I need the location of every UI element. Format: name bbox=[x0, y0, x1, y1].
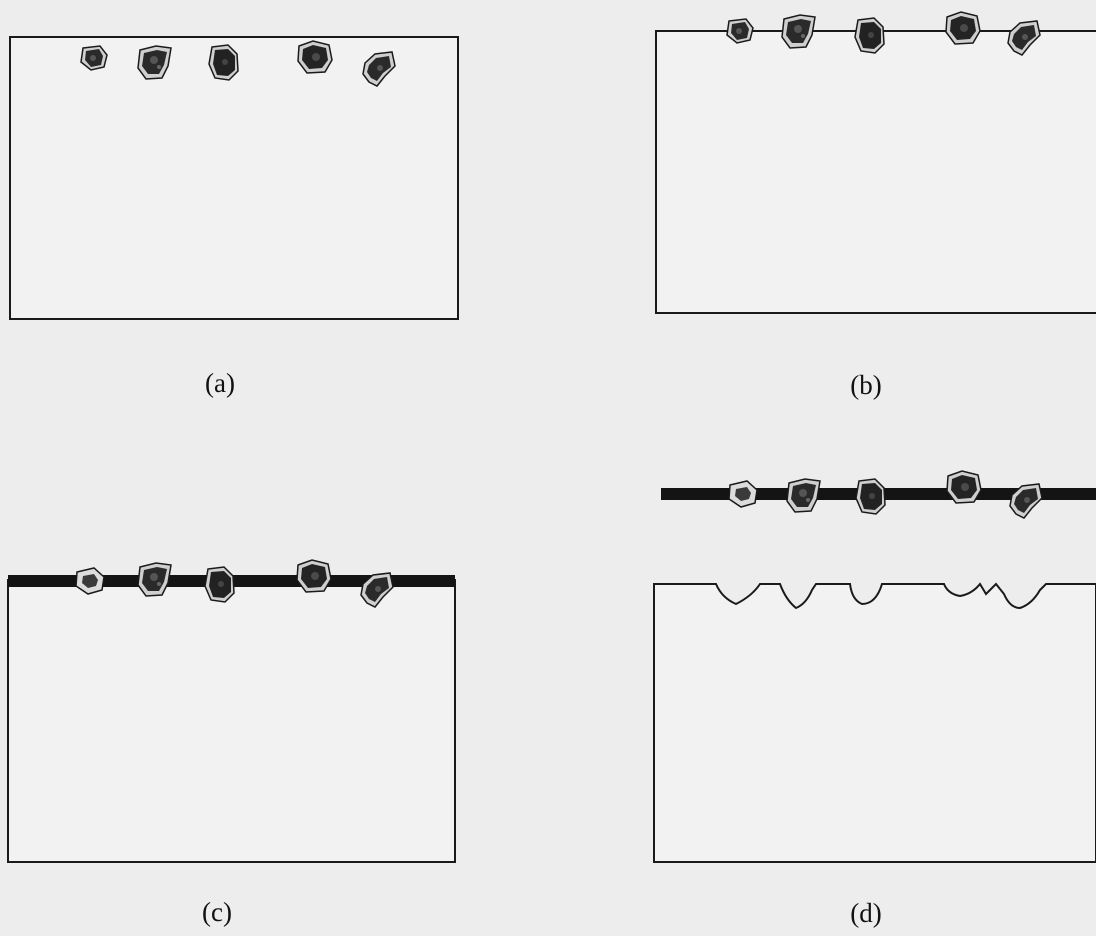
etched-substrate bbox=[653, 582, 1096, 863]
panel-label-c: (c) bbox=[202, 897, 232, 927]
particle bbox=[946, 470, 982, 504]
substrate-block bbox=[7, 579, 456, 863]
particle bbox=[728, 480, 758, 508]
particle bbox=[786, 478, 821, 513]
panel-b bbox=[655, 11, 1096, 314]
panel-d bbox=[653, 470, 1096, 863]
particle bbox=[204, 566, 235, 603]
panel-label-b: (b) bbox=[850, 370, 882, 400]
panel-c bbox=[7, 559, 456, 863]
particle bbox=[854, 17, 885, 54]
substrate-block bbox=[655, 30, 1096, 314]
panel-label-a: (a) bbox=[205, 368, 235, 398]
particle bbox=[208, 44, 239, 81]
panel-label-d: (d) bbox=[850, 898, 882, 928]
particle bbox=[855, 478, 886, 515]
panel-a bbox=[9, 36, 459, 320]
particle bbox=[297, 40, 333, 74]
particle bbox=[296, 559, 332, 593]
substrate-block bbox=[9, 36, 459, 320]
particle bbox=[945, 11, 981, 45]
